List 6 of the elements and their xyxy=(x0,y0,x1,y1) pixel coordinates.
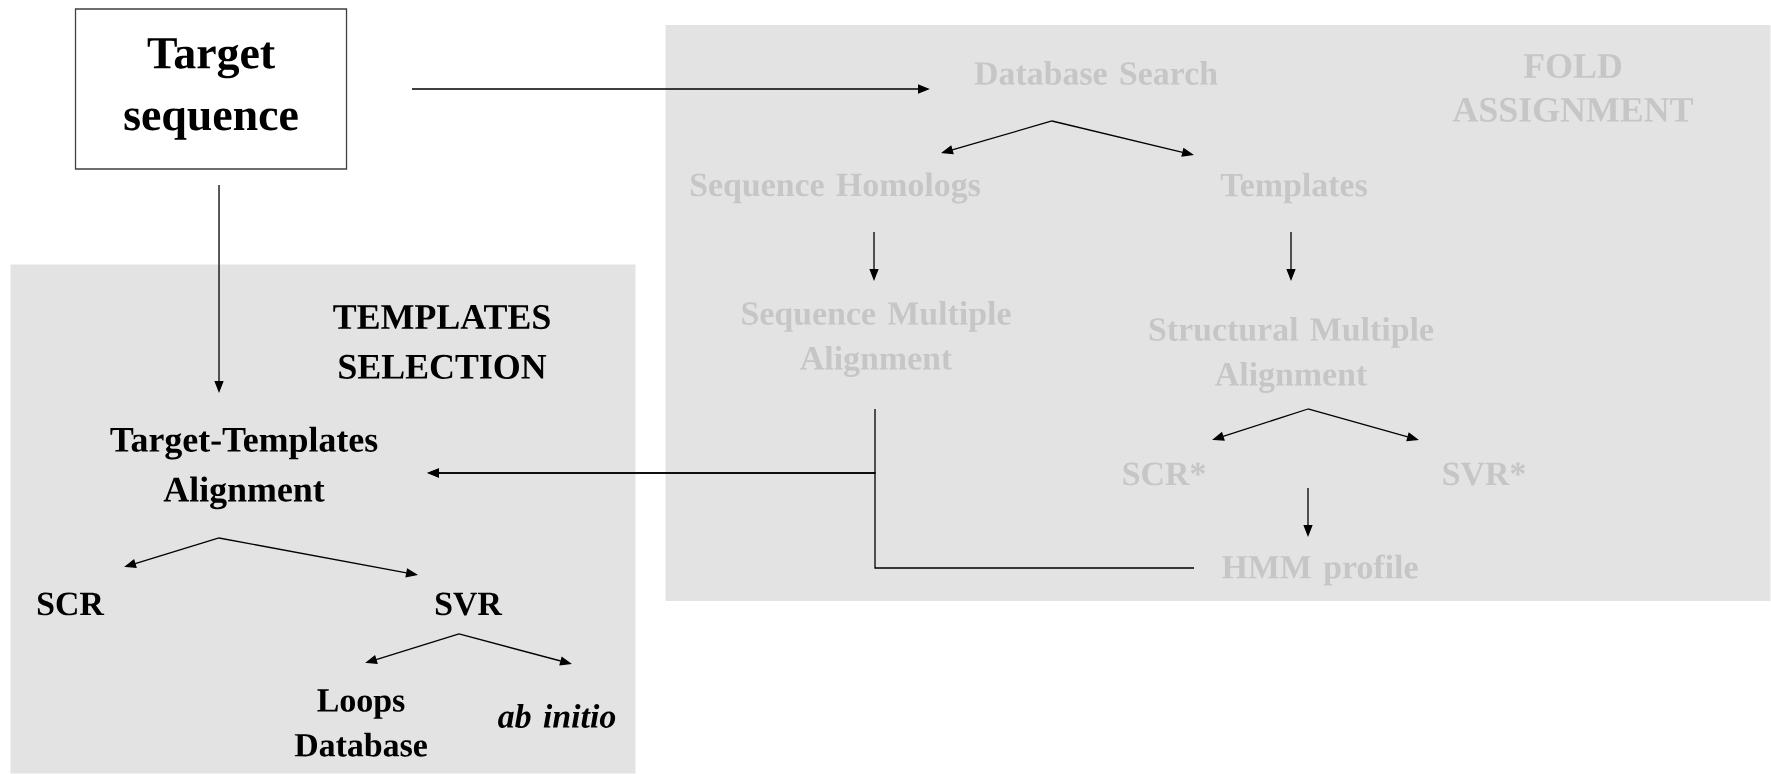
step-label: SVR xyxy=(435,592,503,616)
step-label: ab initio xyxy=(498,704,616,728)
process-box: Target sequence xyxy=(74,8,348,170)
step-label: Target-Templates Alignment xyxy=(110,426,378,510)
step-label: Loops Database xyxy=(294,689,427,757)
step-label: SCR xyxy=(37,592,105,616)
